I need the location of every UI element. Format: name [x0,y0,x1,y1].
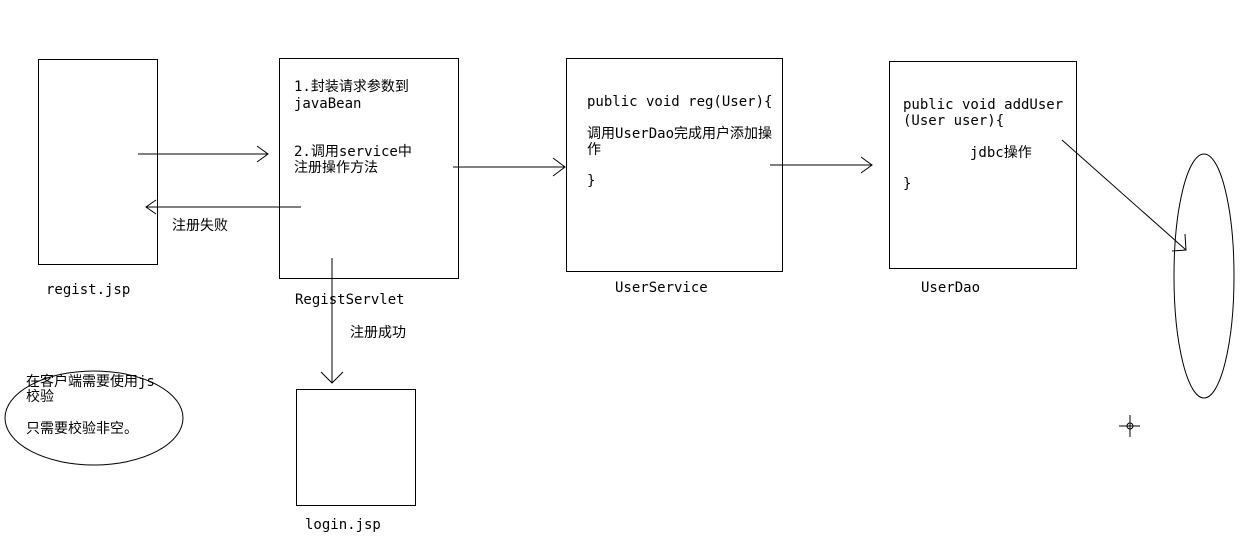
service-line1: public void reg(User){ [587,94,773,110]
login-jsp-label: login.jsp [305,517,381,533]
servlet-step1-line2: javaBean [294,96,362,112]
success-label: 注册成功 [350,325,406,341]
dao-line1: public void addUser [903,97,1064,113]
dao-line2: (User user){ [903,113,1005,129]
servlet-step2-line2: 注册操作方法 [294,160,378,176]
user-service-box [566,58,783,272]
servlet-step2-line1: 2.调用service中 [294,144,412,160]
service-line4: } [587,173,596,189]
regist-servlet-box [279,58,459,279]
arrowhead-regist-to-servlet [256,145,269,163]
regist-jsp-box [38,59,158,265]
note-line2: 校验 [26,389,54,405]
database-ellipse [1173,153,1235,399]
arrowhead-service-to-dao [860,156,873,174]
arrow-dao-to-db [1061,139,1187,251]
user-dao-label: UserDao [921,280,981,296]
note-line3: 只需要校验非空。 [26,421,138,437]
service-line3: 作 [587,142,601,158]
user-service-label: UserService [615,280,708,296]
dao-line3: jdbc操作 [970,145,1032,161]
note-ellipse [4,370,184,466]
regist-servlet-label: RegistServlet [295,292,405,308]
arrowhead-dao-to-db [1171,233,1187,252]
note-line1: 在客户端需要使用js [26,374,155,390]
arrowhead-servlet-to-login [320,371,344,384]
servlet-step1-line1: 1.封装请求参数到 [294,79,409,95]
arrowhead-servlet-to-service [552,157,566,177]
crosshair-cursor-icon [1119,415,1140,437]
dao-line4: } [903,176,912,192]
login-jsp-box [296,389,416,506]
fail-label: 注册失败 [172,218,228,234]
arrowhead-fail-back [145,199,157,215]
service-line2: 调用UserDao完成用户添加操 [587,126,773,142]
regist-jsp-label: regist.jsp [46,282,131,298]
user-dao-box [889,61,1077,269]
